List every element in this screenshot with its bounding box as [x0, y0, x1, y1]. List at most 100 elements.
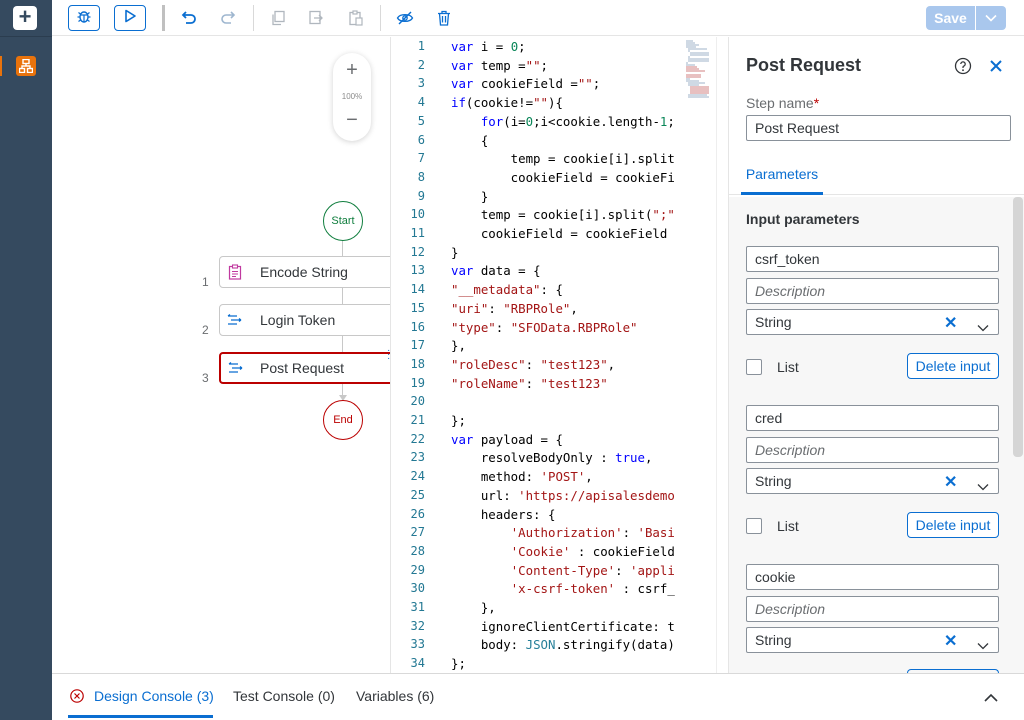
code-line[interactable]: cookieField = cookieField: [451, 226, 675, 241]
chevron-up-icon[interactable]: [984, 690, 998, 708]
chevron-down-icon[interactable]: [977, 637, 989, 655]
cut-icon[interactable]: [306, 8, 326, 28]
step-number: 1: [202, 275, 209, 289]
code-line[interactable]: 'x-csrf-token' : csrf_: [510, 581, 675, 597]
code-line[interactable]: var i = 0;: [451, 39, 526, 54]
code-line[interactable]: var data = {: [451, 263, 541, 279]
line-number: 9: [417, 188, 425, 203]
process-canvas[interactable]: + 100% − Start 1 Encode String 2 Login T…: [52, 37, 390, 673]
code-line[interactable]: },: [451, 338, 466, 354]
code-line[interactable]: 'Content-Type': 'appli: [510, 562, 675, 578]
process-flow-icon[interactable]: [16, 56, 36, 76]
chevron-down-icon[interactable]: [977, 319, 989, 337]
code-line[interactable]: 'Authorization': 'Basi: [510, 525, 675, 541]
code-line[interactable]: }: [451, 244, 459, 260]
input-name-field[interactable]: csrf_token: [746, 246, 999, 272]
code-line[interactable]: };: [451, 656, 466, 672]
code-line[interactable]: "roleDesc": "test123",: [451, 356, 616, 372]
copy-icon[interactable]: [268, 8, 288, 28]
description-field[interactable]: Description: [746, 437, 999, 463]
step-name-input[interactable]: Post Request: [746, 115, 1011, 141]
properties-panel: ··· Post Request Step name* Post Request…: [728, 37, 1024, 673]
close-icon[interactable]: [987, 57, 1005, 75]
line-number: 3: [417, 76, 425, 91]
delete-input-button-partial[interactable]: [907, 669, 999, 673]
code-minimap[interactable]: [685, 39, 713, 99]
code-area[interactable]: var i = 0; var temp =""; var cookieField =…: [451, 37, 679, 673]
delete-icon[interactable]: [434, 8, 454, 28]
code-line[interactable]: "type": "SFOData.RBPRole": [451, 319, 638, 335]
add-icon[interactable]: +: [13, 6, 37, 30]
tab-design-console[interactable]: Design Console (3): [68, 674, 214, 718]
code-line[interactable]: headers: {: [451, 506, 556, 522]
hide-icon[interactable]: [395, 8, 415, 28]
tab-test-console[interactable]: Test Console (0): [233, 688, 335, 704]
code-line[interactable]: resolveBodyOnly : true,: [451, 450, 653, 466]
input-name-field[interactable]: cred: [746, 405, 999, 431]
line-number: 6: [417, 132, 425, 147]
delete-input-button[interactable]: Delete input: [907, 353, 999, 379]
list-checkbox[interactable]: [746, 518, 762, 534]
code-line[interactable]: {: [451, 132, 489, 148]
code-line[interactable]: var temp ="";: [451, 57, 548, 73]
step-encode-string[interactable]: Encode String: [219, 256, 390, 288]
code-line[interactable]: body: JSON.stringify(data): [451, 637, 675, 653]
code-line[interactable]: 'Cookie' : cookieField: [510, 543, 675, 559]
code-line[interactable]: "__metadata": {: [451, 282, 563, 298]
zoom-in-button[interactable]: +: [346, 59, 358, 81]
input-name-field[interactable]: cookie: [746, 564, 999, 590]
editor-scrollbar[interactable]: [716, 37, 728, 673]
list-checkbox[interactable]: [746, 359, 762, 375]
code-line[interactable]: }: [451, 188, 489, 204]
clear-icon[interactable]: ✕: [944, 633, 958, 650]
line-number: 21: [410, 413, 425, 427]
code-line[interactable]: var cookieField ="";: [451, 76, 601, 92]
undo-icon[interactable]: [179, 8, 199, 28]
start-node[interactable]: Start: [323, 201, 363, 241]
step-number: 2: [202, 323, 209, 337]
description-field[interactable]: Description: [746, 278, 999, 304]
help-icon[interactable]: [954, 57, 972, 75]
tab-variables[interactable]: Variables (6): [356, 688, 435, 704]
code-line[interactable]: };: [451, 413, 466, 428]
code-line[interactable]: temp = cookie[i].split: [451, 151, 675, 167]
line-number: 5: [417, 113, 425, 128]
code-line[interactable]: var payload = {: [451, 431, 563, 447]
code-line[interactable]: method: 'POST',: [451, 469, 593, 485]
step-post-request[interactable]: Post Request: [219, 352, 390, 384]
code-line[interactable]: for(i=0;i<cookie.length-1;: [480, 113, 675, 129]
step-login-token[interactable]: Login Token: [219, 304, 390, 336]
run-button[interactable]: [114, 5, 146, 31]
rail-divider: [0, 36, 52, 37]
save-options-button[interactable]: [976, 6, 1006, 30]
end-node[interactable]: End: [323, 400, 363, 440]
panel-scrollbar[interactable]: [1013, 197, 1023, 457]
code-line[interactable]: "roleName": "test123": [451, 375, 608, 391]
save-button[interactable]: Save: [926, 6, 975, 30]
line-number: 18: [410, 356, 425, 371]
code-line[interactable]: url: 'https://apisalesdemo: [451, 487, 675, 503]
type-select[interactable]: String: [746, 468, 999, 494]
type-select[interactable]: String: [746, 309, 999, 335]
paste-icon[interactable]: [346, 8, 366, 28]
code-line[interactable]: cookieField = cookieFi: [451, 169, 675, 185]
code-line[interactable]: if(cookie!=""){: [451, 95, 563, 111]
debug-button[interactable]: [68, 5, 100, 31]
clear-icon[interactable]: ✕: [944, 315, 958, 332]
redo-icon[interactable]: [218, 8, 238, 28]
code-line[interactable]: "uri": "RBPRole",: [451, 300, 578, 316]
zoom-out-button[interactable]: −: [346, 109, 358, 131]
chevron-down-icon[interactable]: [977, 478, 989, 496]
line-number: 23: [410, 450, 425, 465]
clear-icon[interactable]: ✕: [944, 474, 958, 491]
description-field[interactable]: Description: [746, 596, 999, 622]
tab-parameters[interactable]: Parameters: [741, 161, 823, 195]
code-line[interactable]: temp = cookie[i].split(";": [451, 207, 675, 223]
resize-handle[interactable]: ···: [387, 346, 390, 364]
delete-input-button[interactable]: Delete input: [907, 512, 999, 538]
type-select[interactable]: String: [746, 627, 999, 653]
code-line[interactable]: },: [451, 600, 496, 615]
code-line[interactable]: ignoreClientCertificate: t: [451, 618, 675, 634]
line-number: 1: [417, 39, 425, 53]
